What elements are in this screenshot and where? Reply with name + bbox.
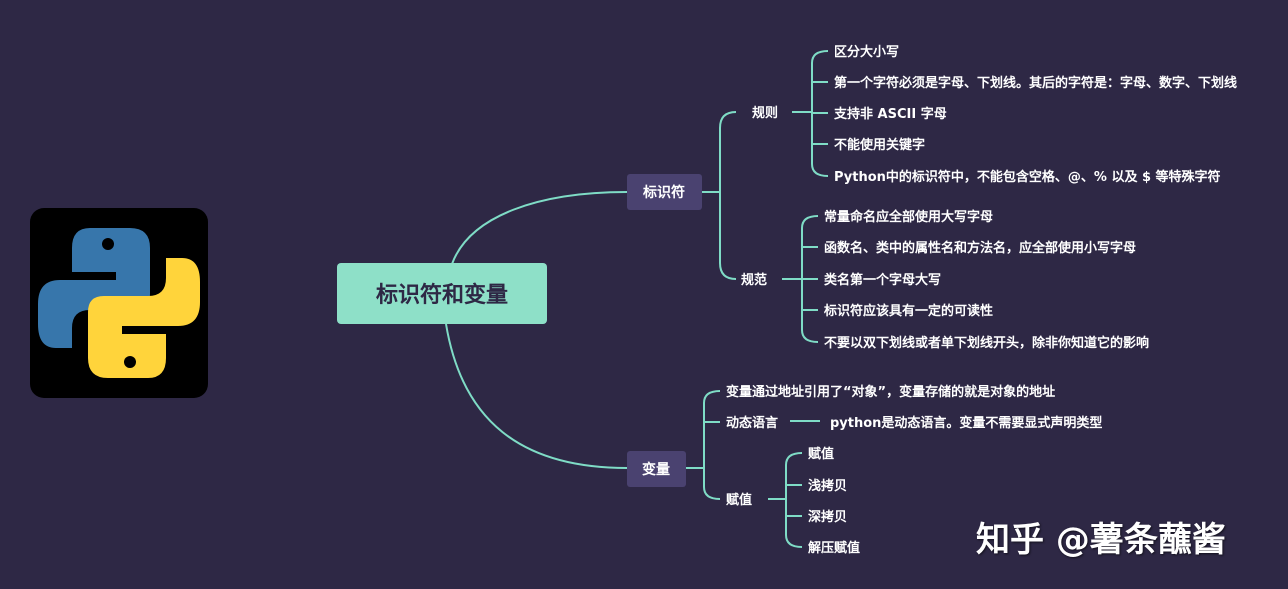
branch-identifier-label: 标识符 xyxy=(642,184,685,201)
rules-label[interactable]: 规则 xyxy=(752,105,778,121)
branch-variable-node[interactable] xyxy=(627,451,686,487)
rule-item: Python中的标识符中，不能包含空格、@、% 以及 $ 等特殊字符 xyxy=(834,169,1221,185)
assign-item: 深拷贝 xyxy=(808,509,847,525)
dynamic-note: python是动态语言。变量不需要显式声明类型 xyxy=(830,415,1102,431)
bracket-assign xyxy=(785,452,803,548)
assign-item: 浅拷贝 xyxy=(808,478,847,494)
norm-item: 函数名、类中的属性名和方法名，应全部使用小写字母 xyxy=(824,240,1136,256)
dynamic-label[interactable]: 动态语言 xyxy=(726,415,778,431)
python-logo xyxy=(30,208,208,398)
variable-ref-note: 变量通过地址引用了“对象”，变量存储的就是对象的地址 xyxy=(726,384,1055,400)
watermark: 知乎 @薯条蘸酱 xyxy=(976,520,1226,560)
bracket-variable xyxy=(703,390,721,500)
bracket-identifier xyxy=(719,111,737,280)
assign-item: 赋值 xyxy=(808,446,834,462)
assign-label[interactable]: 赋值 xyxy=(726,492,752,508)
norm-item: 常量命名应全部使用大写字母 xyxy=(824,209,993,225)
python-logo-icon xyxy=(38,228,200,378)
norm-item: 标识符应该具有一定的可读性 xyxy=(823,303,993,319)
rule-item: 不能使用关键字 xyxy=(834,137,925,153)
norm-item: 类名第一个字母大写 xyxy=(824,272,941,288)
norm-item: 不要以双下划线或者单下划线开头，除非你知道它的影响 xyxy=(824,335,1149,351)
edge-root-variable xyxy=(445,323,628,469)
assign-item: 解压赋值 xyxy=(807,540,860,556)
rule-item: 区分大小写 xyxy=(834,44,899,60)
branch-identifier-node[interactable] xyxy=(627,174,702,210)
rule-item: 第一个字符必须是字母、下划线。其后的字符是：字母、数字、下划线 xyxy=(834,75,1237,91)
rule-item: 支持非 ASCII 字母 xyxy=(833,106,947,122)
branch-variable-label: 变量 xyxy=(642,461,670,478)
root-label: 标识符和变量 xyxy=(376,282,508,308)
root-node[interactable] xyxy=(337,263,547,324)
edge-root-identifier xyxy=(451,191,628,265)
norms-label[interactable]: 规范 xyxy=(741,272,767,288)
